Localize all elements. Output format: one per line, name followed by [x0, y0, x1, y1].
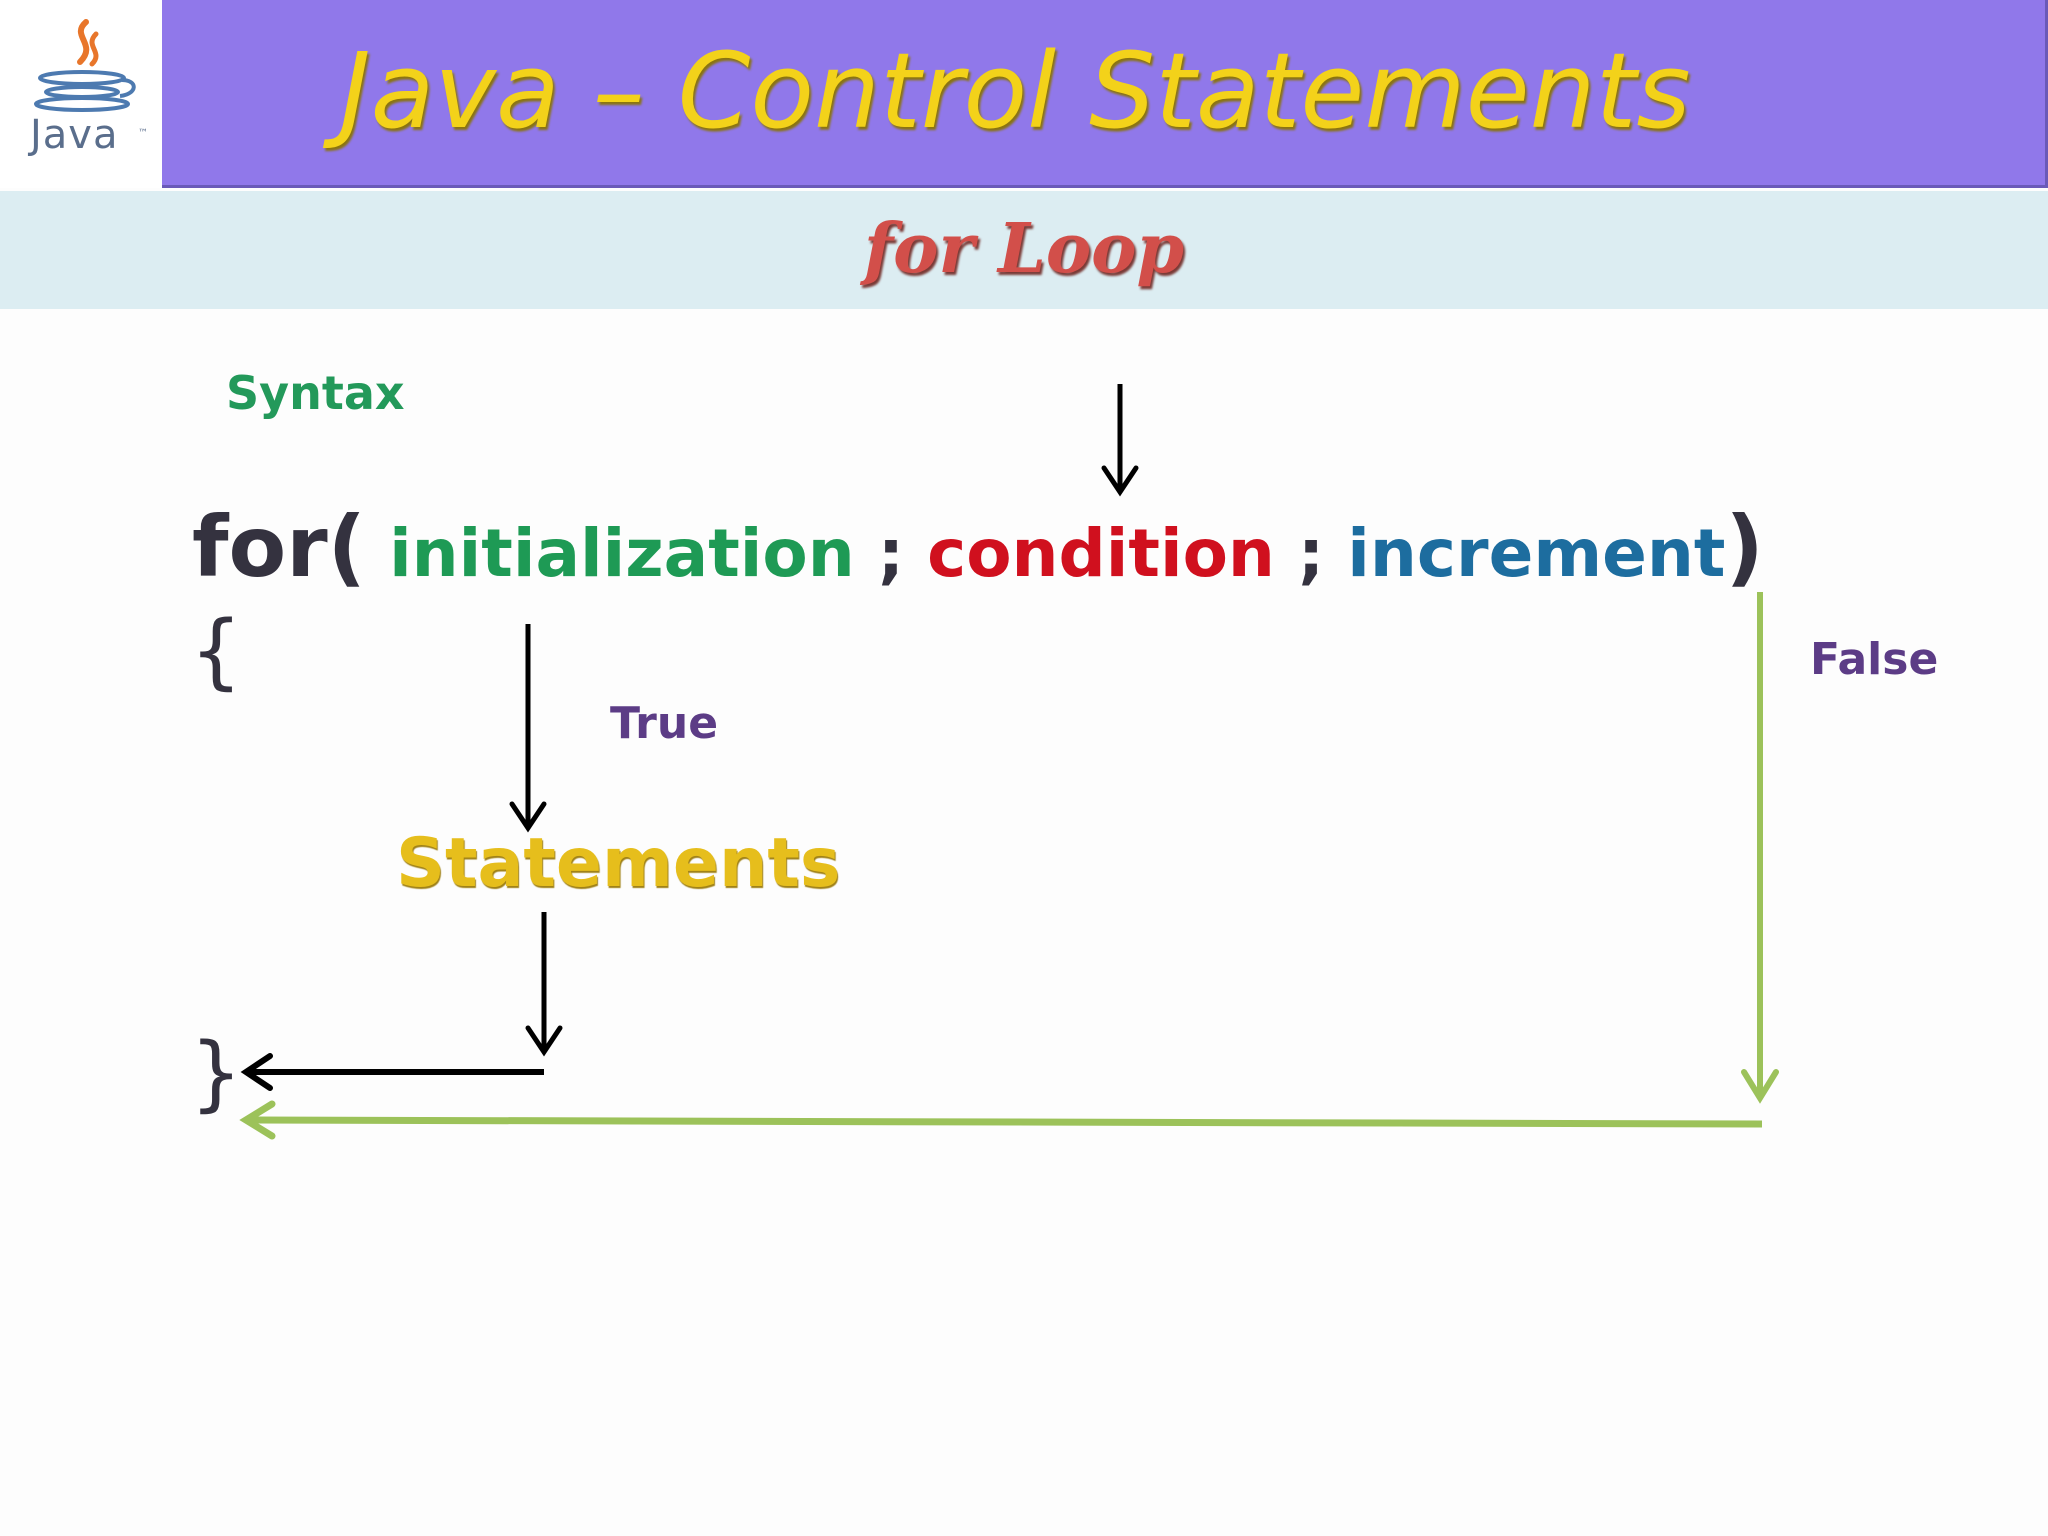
statements-down-arrow [525, 912, 563, 1057]
for-keyword: for( [192, 498, 367, 596]
true-down-arrow [509, 624, 547, 833]
true-label: True [610, 698, 719, 749]
semicolon-1: ; [877, 515, 905, 592]
false-left-arrow [239, 1100, 1763, 1140]
for-statement-line: for( initialization ; condition ; increm… [192, 498, 1764, 596]
page-title: Java – Control Statements [340, 30, 1691, 152]
logo-trademark: ™ [138, 128, 148, 139]
statements-label: Statements [396, 824, 841, 903]
page-subtitle: for Loop [863, 209, 1185, 289]
increment-text: increment [1347, 515, 1726, 592]
condition-text: condition [927, 515, 1275, 592]
logo-text: Java [30, 112, 119, 158]
java-logo: Java ™ [0, 0, 162, 188]
close-brace: } [190, 1026, 243, 1121]
false-label: False [1810, 634, 1939, 685]
syntax-label: Syntax [226, 366, 405, 420]
to-brace-left-arrow [240, 1053, 544, 1091]
title-bar: Java – Control Statements [162, 0, 2048, 188]
condition-down-arrow [1101, 384, 1139, 497]
subtitle-bar: for Loop [0, 191, 2048, 309]
java-coffee-cup-icon [34, 19, 136, 112]
open-brace: { [190, 604, 243, 699]
initialization-text: initialization [389, 515, 855, 592]
close-paren: ) [1725, 498, 1764, 596]
false-down-arrow [1741, 592, 1779, 1104]
semicolon-2: ; [1297, 515, 1325, 592]
